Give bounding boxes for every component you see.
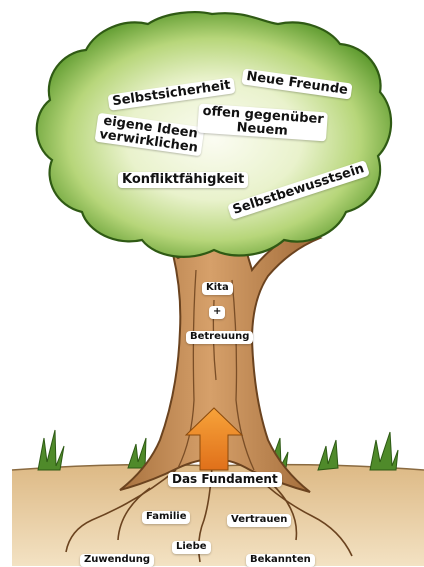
label-das-fundament: Das Fundament	[168, 472, 282, 487]
label-liebe: Liebe	[172, 541, 211, 554]
tree-crown	[35, 11, 393, 258]
label-plus: +	[209, 306, 226, 319]
label-vertrauen: Vertrauen	[227, 514, 292, 527]
label-familie: Familie	[142, 511, 191, 524]
label-betreuung: Betreuung	[186, 331, 254, 344]
label-kita: Kita	[202, 282, 233, 295]
label-bekannten: Bekannten	[246, 554, 315, 567]
label-konfliktfaehigkeit: Konfliktfähigkeit	[118, 172, 249, 188]
soil-ground	[12, 464, 424, 566]
label-zuwendung: Zuwendung	[80, 554, 155, 567]
arrow-up-icon	[184, 407, 244, 471]
